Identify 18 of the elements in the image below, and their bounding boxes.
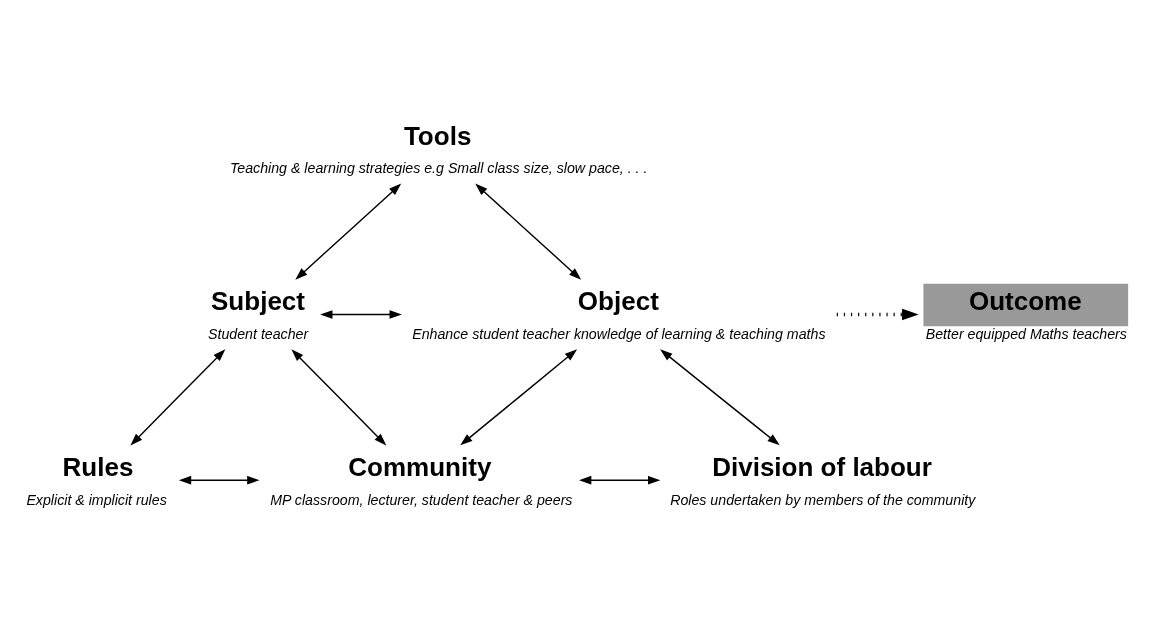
arrow xyxy=(320,309,402,319)
arrow xyxy=(460,348,578,445)
arrow xyxy=(836,308,919,320)
node-text: Rules Explicit & implicit rules xyxy=(26,451,167,508)
node-label: Better equipped Maths teachers xyxy=(925,325,1127,342)
arrow xyxy=(130,348,226,446)
arrow xyxy=(660,348,780,445)
node-text: Division of labour Roles undertaken by members of the community xyxy=(670,451,976,508)
node-text: Subject Student teacher xyxy=(208,285,309,342)
arrow xyxy=(295,183,402,280)
node-box: Outcome xyxy=(923,283,1129,326)
arrow xyxy=(579,475,661,484)
node-text: Tools Teaching & learning strategies e.g Small class size, slow pace, . . . xyxy=(229,120,648,176)
arrow xyxy=(475,183,582,280)
arrow xyxy=(291,348,387,446)
node-text: Object Enhance student teacher knowledge of learning & teaching maths xyxy=(412,285,826,342)
node-text: Community MP classroom, lecturer, student teacher & peers xyxy=(270,451,573,508)
arrow xyxy=(178,475,260,484)
